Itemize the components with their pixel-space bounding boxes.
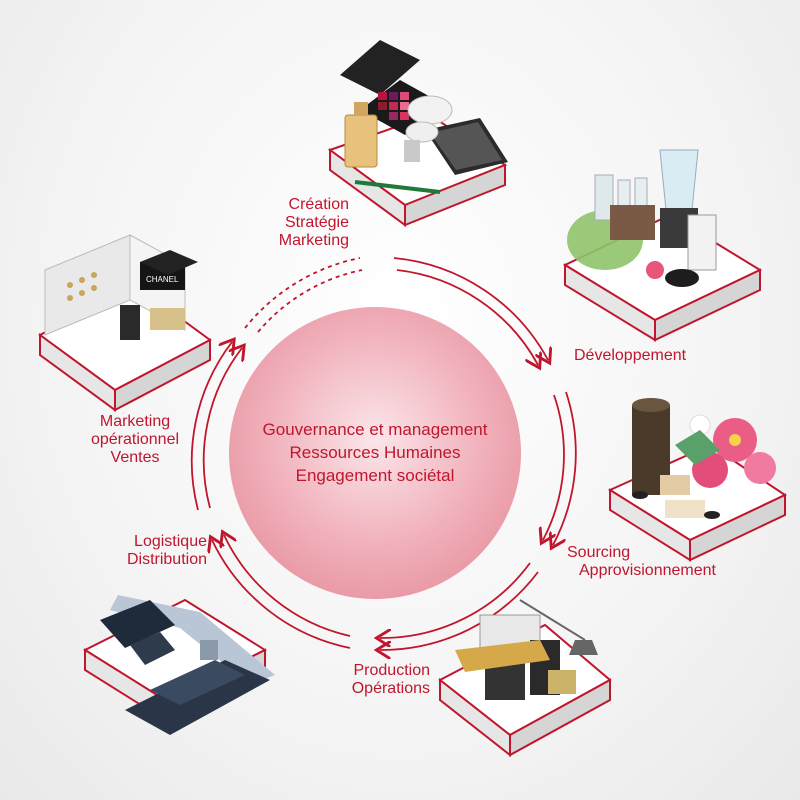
pencil [354,180,441,194]
lamp [569,640,598,655]
perfume-bottle [344,114,378,168]
stage-label-production: Production Opérations [330,662,430,698]
stage-creation-line1: Création [288,196,349,213]
stage-label-creation: Création Stratégie Marketing [269,196,349,250]
eyeshadow-palette [378,92,409,120]
stage-developpement-line1: Développement [574,347,687,364]
light-bulb [404,95,453,162]
sourcing-illustration [607,398,788,562]
stage-label-developpement: Développement [574,347,686,365]
stage-logistique-line2: Distribution [126,551,207,568]
marketing-ops-illustration: CHANEL [38,234,212,412]
stage-label-sourcing: Sourcing Approvisionnement [567,544,716,580]
truck [100,600,175,648]
developpement-illustration [562,149,763,342]
cycle-ring [190,257,577,650]
stage-production-line1: Production [353,662,431,679]
cream-jar [665,269,699,287]
stage-label-logistique: Logistique Distribution [100,533,207,569]
stage-label-marketing-ops: Marketing opérationnel Ventes [80,413,190,467]
center-circle [229,307,521,599]
center-line-hr: Ressources Humaines [289,443,461,462]
logistique-illustration [82,595,275,735]
production-illustration [438,599,612,758]
stage-creation-line3: Marketing [278,232,349,249]
blender [659,149,699,211]
store-sign-text: CHANEL [146,275,179,284]
center-line-engagement: Engagement sociétal [295,466,455,485]
rose [646,261,664,279]
stage-logistique-line1: Logistique [134,533,207,550]
stage-production-line2: Opérations [351,680,430,697]
stage-creation-line2: Stratégie [284,214,349,231]
creation-illustration [327,40,508,227]
center-caption: Gouvernance et management Ressources Hum… [210,418,540,487]
stage-marketing-ops-line1: Marketing [99,413,171,430]
stage-marketing-ops-line3: Ventes [110,449,160,466]
center-line-governance: Gouvernance et management [262,420,488,439]
stage-sourcing-line2: Approvisionnement [579,562,716,579]
stage-marketing-ops-line2: opérationnel [90,431,180,448]
stage-sourcing-line1: Sourcing [567,544,631,561]
conveyor [455,640,550,672]
